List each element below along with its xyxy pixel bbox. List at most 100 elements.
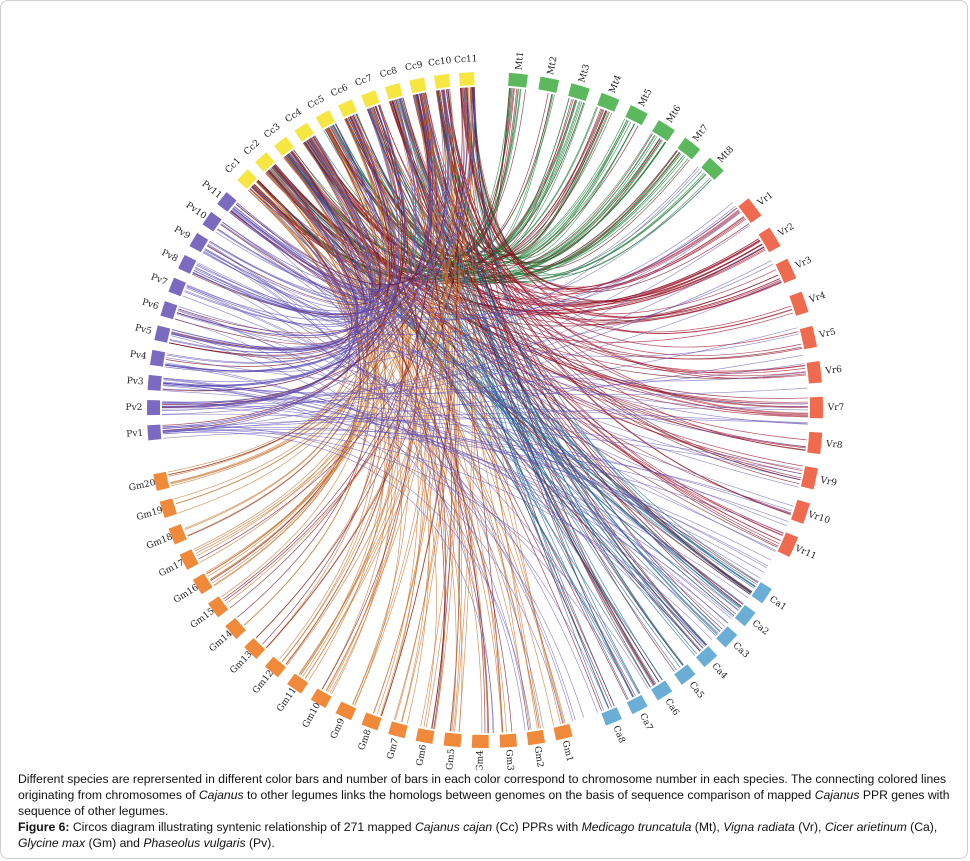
link-pv bbox=[206, 116, 395, 305]
link-ca bbox=[286, 155, 717, 637]
link-gm bbox=[206, 104, 409, 575]
link-gm bbox=[210, 180, 362, 581]
link-vr bbox=[379, 104, 777, 315]
chromosome-bar-mt7 bbox=[677, 137, 701, 160]
chromosome-bar-vr11 bbox=[777, 532, 799, 558]
link-ca bbox=[464, 87, 742, 607]
link-ca bbox=[437, 90, 641, 694]
chromosome-bar-gm17 bbox=[179, 549, 199, 570]
chromosome-label-ca3: Ca3 bbox=[731, 641, 751, 661]
link-ribbons bbox=[162, 87, 809, 734]
link-ca bbox=[473, 87, 701, 652]
link-ca bbox=[268, 169, 744, 605]
link-gm bbox=[344, 118, 503, 733]
chromosome-label-mt8: Mt8 bbox=[716, 145, 736, 166]
link-gm bbox=[170, 189, 351, 484]
chromosome-bar-mt4 bbox=[597, 92, 620, 112]
caption-figure: Figure 6: Circos diagram illustrating sy… bbox=[18, 820, 938, 850]
link-pv bbox=[220, 136, 382, 300]
chromosome-label-ca4: Ca4 bbox=[709, 661, 729, 681]
chromosome-label-gm20: Gm20 bbox=[128, 478, 157, 494]
link-pv bbox=[162, 87, 475, 428]
link-ca bbox=[399, 98, 704, 649]
link-gm bbox=[329, 118, 412, 694]
chromosome-label-cc11: Cc11 bbox=[454, 54, 478, 65]
link-vr bbox=[249, 188, 779, 327]
link-pv bbox=[197, 262, 809, 411]
chromosome-bar-vr2 bbox=[758, 227, 781, 253]
link-vr bbox=[471, 87, 750, 293]
chromosome-label-vr1: Vr1 bbox=[755, 190, 775, 209]
chromosome-label-cc1: Cc1 bbox=[224, 156, 243, 176]
link-vr bbox=[416, 94, 808, 415]
chromosome-bar-vr6 bbox=[806, 361, 822, 384]
link-pv bbox=[205, 248, 794, 507]
link-pv bbox=[162, 429, 713, 640]
chromosome-label-cc7: Cc7 bbox=[354, 73, 374, 89]
chromosome-bar-gm15 bbox=[207, 596, 229, 618]
chromosome-label-pv3: Pv3 bbox=[126, 376, 144, 387]
chromosome-label-ca8: Ca8 bbox=[610, 724, 626, 745]
link-gm bbox=[307, 139, 447, 730]
link-ca bbox=[466, 87, 752, 594]
link-gm bbox=[255, 92, 438, 639]
chromosome-bar-ca5 bbox=[674, 664, 696, 685]
chromosome-label-gm8: Gm8 bbox=[357, 728, 374, 752]
chromosome-bar-ca4 bbox=[695, 646, 718, 668]
chromosome-bar-vr4 bbox=[789, 291, 809, 316]
link-gm bbox=[292, 150, 507, 733]
link-ca bbox=[391, 100, 655, 686]
chromosome-bar-vr3 bbox=[775, 258, 797, 284]
link-pv bbox=[221, 223, 806, 447]
chromosome-bar-cc4 bbox=[294, 122, 314, 142]
chromosome-label-pv9: Pv9 bbox=[172, 225, 192, 242]
chromosome-bar-pv4 bbox=[150, 349, 166, 367]
link-pv bbox=[163, 381, 808, 423]
link-gm bbox=[402, 97, 529, 731]
chromosome-label-gm15: Gm15 bbox=[189, 606, 217, 630]
link-pv bbox=[166, 100, 415, 363]
link-ca bbox=[416, 94, 759, 583]
link-pv bbox=[163, 382, 564, 724]
chromosome-bars bbox=[147, 72, 824, 748]
link-pv bbox=[235, 90, 446, 286]
chromosome-label-pv4: Pv4 bbox=[129, 350, 147, 363]
link-pv bbox=[162, 105, 404, 426]
link-pv bbox=[162, 430, 649, 689]
link-vr bbox=[413, 94, 781, 541]
chromosome-label-gm11: Gm11 bbox=[275, 686, 299, 714]
chromosome-label-gm3: Gm3 bbox=[503, 749, 514, 770]
link-gm bbox=[244, 179, 369, 626]
chromosome-bar-gm1 bbox=[553, 723, 573, 741]
chromosome-label-cc3: Cc3 bbox=[262, 122, 282, 141]
link-vr bbox=[445, 89, 801, 479]
chromosome-bar-pv11 bbox=[217, 192, 237, 212]
chromosome-bar-ca7 bbox=[626, 694, 648, 715]
chromosome-bar-mt5 bbox=[625, 105, 648, 126]
link-mt bbox=[463, 87, 629, 258]
chromosome-bar-gm18 bbox=[168, 524, 187, 545]
link-ca bbox=[472, 87, 655, 686]
chromosome-label-gm14: Gm14 bbox=[208, 629, 235, 655]
link-pv bbox=[163, 379, 765, 573]
chromosome-bar-cc9 bbox=[409, 77, 427, 94]
link-pv bbox=[178, 308, 609, 709]
chromosome-bar-vr1 bbox=[738, 198, 762, 223]
link-gm bbox=[184, 169, 360, 529]
chromosome-label-pv8: Pv8 bbox=[160, 248, 180, 265]
link-mt bbox=[422, 93, 610, 257]
link-vr bbox=[310, 137, 802, 360]
link-pv bbox=[162, 135, 374, 408]
link-pv bbox=[175, 318, 526, 731]
link-pv bbox=[162, 402, 772, 561]
link-pv bbox=[162, 427, 789, 522]
link-pv bbox=[220, 224, 744, 605]
link-ca bbox=[436, 90, 698, 655]
link-pv bbox=[163, 382, 634, 698]
chromosome-label-ca5: Ca5 bbox=[687, 680, 706, 701]
chromosome-bar-gm14 bbox=[225, 617, 246, 639]
link-pv bbox=[162, 280, 782, 410]
chromosome-label-ca7: Ca7 bbox=[637, 712, 654, 733]
chromosome-label-cc4: Cc4 bbox=[284, 107, 304, 125]
chromosome-bar-cc2 bbox=[255, 152, 275, 172]
